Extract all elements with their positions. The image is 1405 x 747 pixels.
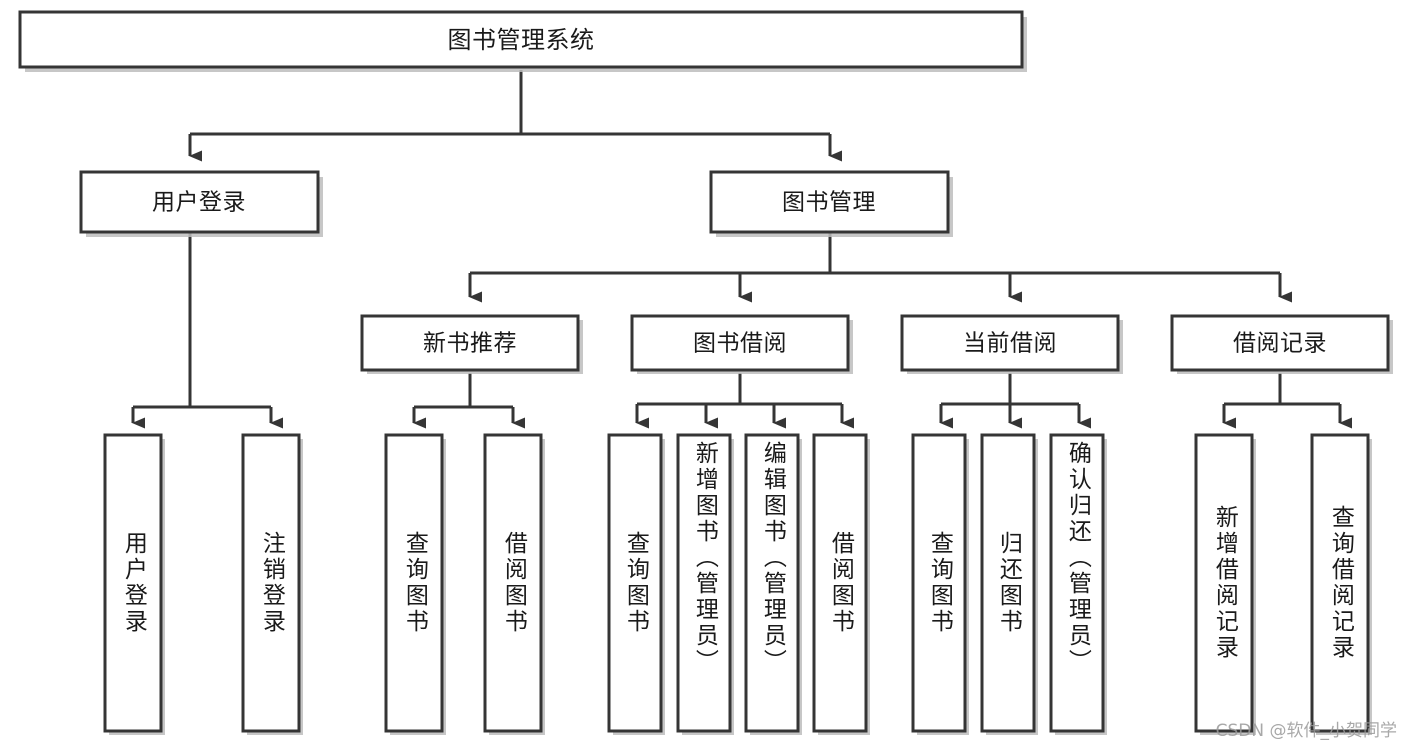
leaf-node-current-borrow-0[interactable] xyxy=(911,433,969,735)
new-book-recommend-box xyxy=(360,314,580,372)
borrow-record-box xyxy=(1170,314,1390,372)
node-current-borrow[interactable]: 当前借阅 xyxy=(900,314,1123,374)
leaf-node-book-borrow-2[interactable] xyxy=(744,433,802,735)
node-new-book-recommend[interactable]: 新书推荐 xyxy=(360,314,583,374)
leaf-box xyxy=(980,433,1036,733)
new-book-recommend-label: 新书推荐 xyxy=(423,331,517,357)
leaf-box xyxy=(1194,433,1254,733)
leaf-box xyxy=(1310,433,1370,733)
leaf-box xyxy=(1049,433,1105,733)
leaf-box xyxy=(607,433,663,733)
node-user-login[interactable]: 用户登录 xyxy=(79,170,323,237)
node-borrow-record[interactable]: 借阅记录 xyxy=(1170,314,1393,374)
leaf-box xyxy=(911,433,967,733)
leaf-node-book-borrow-0[interactable] xyxy=(607,433,665,735)
book-management-box xyxy=(709,170,950,234)
leaf-node-book-borrow-3[interactable] xyxy=(812,433,870,735)
current-borrow-label: 当前借阅 xyxy=(963,331,1057,357)
leaf-box xyxy=(241,433,301,733)
leaf-node-borrow-record-0[interactable] xyxy=(1194,433,1256,735)
book-borrow-box xyxy=(630,314,850,372)
leaf-node-borrow-record-1[interactable] xyxy=(1310,433,1372,735)
leaf-box xyxy=(744,433,800,733)
root-box xyxy=(18,10,1024,69)
node-book-management[interactable]: 图书管理 xyxy=(709,170,953,237)
root-label: 图书管理系统 xyxy=(448,26,595,54)
leaf-box xyxy=(812,433,868,733)
user-login-label: 用户登录 xyxy=(152,190,246,216)
leaf-box xyxy=(103,433,163,733)
leaf-box xyxy=(384,433,444,733)
node-book-borrow[interactable]: 图书借阅 xyxy=(630,314,853,374)
leaf-box xyxy=(676,433,732,733)
leaf-node-current-borrow-2[interactable] xyxy=(1049,433,1107,735)
current-borrow-box xyxy=(900,314,1120,372)
node-root[interactable]: 图书管理系统 xyxy=(18,10,1027,72)
leaf-node-new-book-1[interactable] xyxy=(483,433,545,735)
leaf-node-user-login-0[interactable] xyxy=(103,433,165,735)
leaf-box xyxy=(483,433,543,733)
book-management-label: 图书管理 xyxy=(782,190,876,216)
book-borrow-label: 图书借阅 xyxy=(693,331,787,357)
user-login-box xyxy=(79,170,320,234)
leaf-node-user-login-1[interactable] xyxy=(241,433,303,735)
leaf-node-book-borrow-1[interactable] xyxy=(676,433,734,735)
connector-layer xyxy=(131,70,1352,429)
leaf-node-new-book-0[interactable] xyxy=(384,433,446,735)
watermark-text: CSDN @软件_小贺同学 xyxy=(1215,721,1397,741)
borrow-record-label: 借阅记录 xyxy=(1233,331,1327,357)
leaf-node-current-borrow-1[interactable] xyxy=(980,433,1038,735)
